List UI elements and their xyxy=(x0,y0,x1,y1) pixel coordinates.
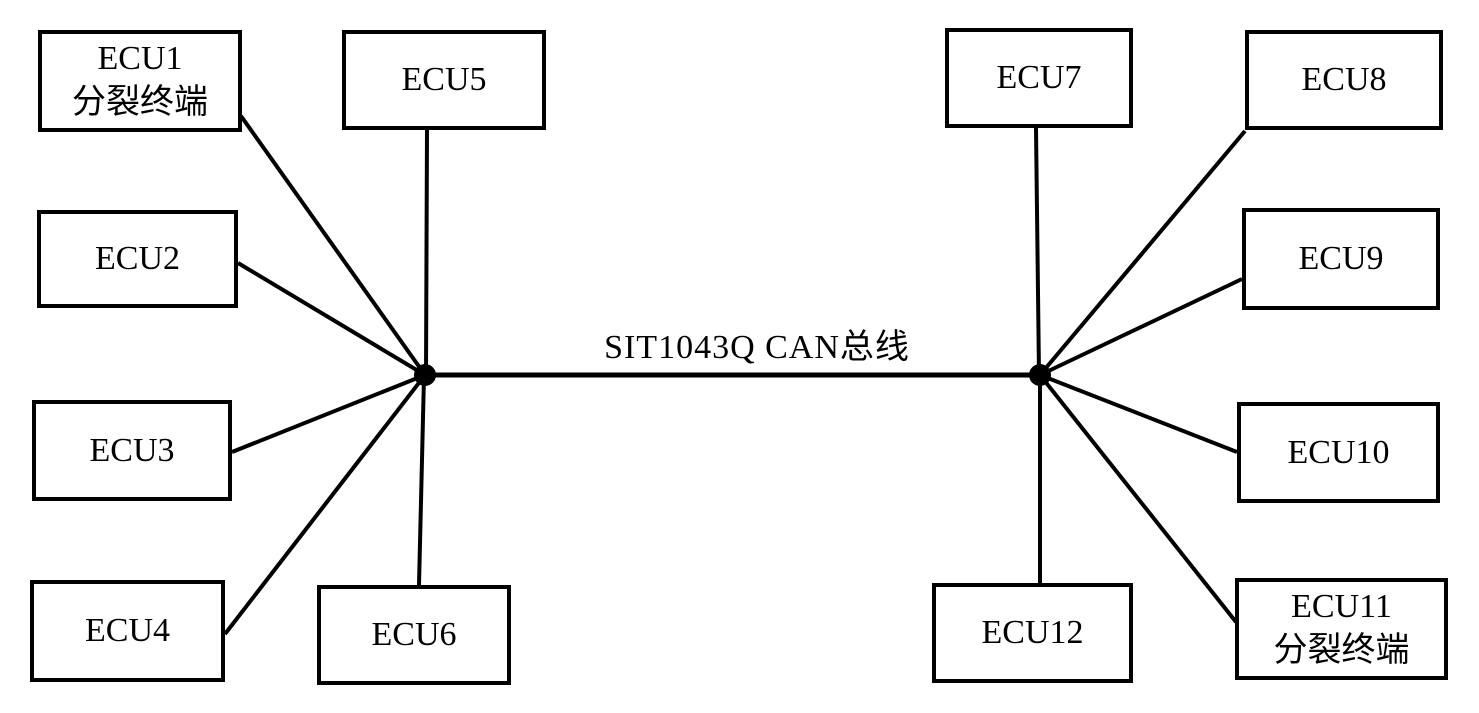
node-ecu10: ECU10 xyxy=(1237,402,1440,503)
node-ecu6: ECU6 xyxy=(317,585,511,685)
node-ecu3: ECU3 xyxy=(32,400,232,501)
node-ecu12-label: ECU12 xyxy=(981,614,1084,651)
connector-ecu9-right-junction xyxy=(1039,277,1243,377)
node-ecu8: ECU8 xyxy=(1245,30,1443,130)
node-ecu4: ECU4 xyxy=(30,580,225,682)
left-junction-dot xyxy=(414,364,436,386)
node-ecu5: ECU5 xyxy=(342,30,546,130)
node-ecu1: ECU1 分裂终端 xyxy=(38,30,242,132)
node-ecu11-sublabel: 分裂终端 xyxy=(1273,632,1410,669)
node-ecu1-label: ECU1 xyxy=(97,40,183,77)
node-ecu2-label: ECU2 xyxy=(95,240,180,277)
node-ecu2: ECU2 xyxy=(37,210,238,308)
connector-ecu6-left-junction xyxy=(417,375,426,586)
node-ecu10-label: ECU10 xyxy=(1287,433,1390,471)
connector-ecu1-left-junction xyxy=(239,114,427,377)
node-ecu5-label: ECU5 xyxy=(401,61,487,98)
node-ecu11-label: ECU11 xyxy=(1291,588,1392,625)
node-ecu12: ECU12 xyxy=(932,583,1133,683)
connector-ecu3-left-junction xyxy=(231,373,426,454)
can-bus-label: SIT1043Q CAN总线 xyxy=(604,329,910,366)
node-ecu3-label: ECU3 xyxy=(89,431,175,469)
node-ecu11: ECU11 分裂终端 xyxy=(1235,578,1448,680)
connector-ecu10-right-junction xyxy=(1039,373,1238,454)
right-junction-dot xyxy=(1029,364,1051,386)
node-ecu7-label: ECU7 xyxy=(996,59,1082,96)
node-ecu6-label: ECU6 xyxy=(371,616,457,653)
node-ecu9-label: ECU9 xyxy=(1298,240,1384,277)
connector-ecu4-left-junction xyxy=(223,373,427,636)
node-ecu1-sublabel: 分裂终端 xyxy=(72,84,208,121)
node-ecu9: ECU9 xyxy=(1242,208,1440,310)
connector-ecu5-left-junction xyxy=(424,129,429,376)
connector-ecu11-right-junction xyxy=(1038,373,1238,624)
connector-ecu7-right-junction xyxy=(1034,127,1041,376)
node-ecu4-label: ECU4 xyxy=(85,612,170,649)
connector-ecu8-right-junction xyxy=(1038,129,1247,377)
node-ecu7: ECU7 xyxy=(945,28,1133,128)
node-ecu8-label: ECU8 xyxy=(1301,61,1387,98)
connector-ecu2-left-junction xyxy=(236,261,427,377)
